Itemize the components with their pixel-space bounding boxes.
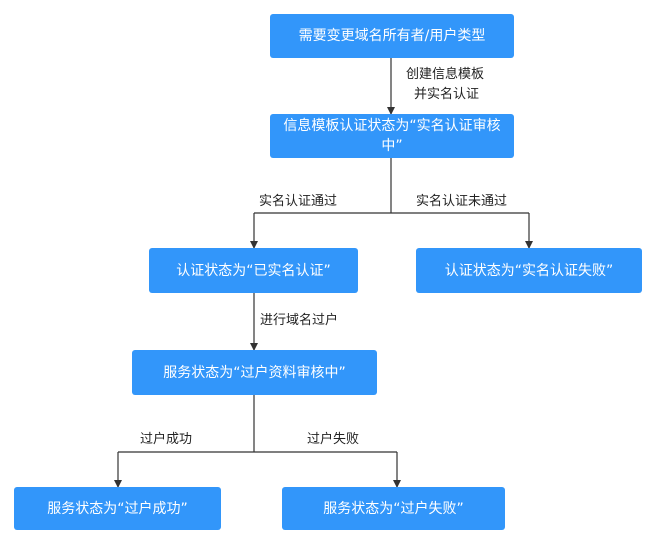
- node-verified: 认证状态为“已实名认证”: [149, 248, 358, 293]
- edge-label-transfer-ok: 过户成功: [140, 432, 193, 447]
- node-failed-text: 认证状态为“实名认证失败”: [444, 262, 614, 279]
- node-failed: 认证状态为“实名认证失败”: [416, 248, 642, 293]
- edge-label-verify-passed: 实名认证通过: [259, 194, 338, 209]
- node-start-text: 需要变更域名所有者/用户类型: [298, 28, 486, 44]
- node-transfer-failed-text: 服务状态为“过户失败”: [323, 500, 464, 517]
- node-transfer-success: 服务状态为“过户成功”: [14, 487, 221, 530]
- node-start: 需要变更域名所有者/用户类型: [270, 14, 514, 58]
- node-transfer-failed: 服务状态为“过户失败”: [282, 487, 505, 530]
- node-verified-text: 认证状态为“已实名认证”: [176, 262, 331, 279]
- node-transfer-review: 服务状态为“过户资料审核中”: [132, 350, 377, 395]
- node-template-review: 信息模板认证状态为“实名认证审核中”: [270, 114, 514, 158]
- edge-label-create-template-line2: 并实名认证: [414, 87, 480, 102]
- node-transfer-success-text: 服务状态为“过户成功”: [47, 500, 188, 517]
- node-transfer-review-text: 服务状态为“过户资料审核中”: [163, 364, 346, 381]
- node-template-review-text: 信息模板认证状态为“实名认证审核中”: [283, 118, 501, 154]
- edge-label-transfer-fail: 过户失败: [307, 432, 360, 447]
- edge-label-verify-not-passed: 实名认证未通过: [416, 194, 508, 209]
- edge-label-create-template-line1: 创建信息模板: [406, 67, 485, 82]
- edge-label-do-transfer: 进行域名过户: [260, 313, 339, 328]
